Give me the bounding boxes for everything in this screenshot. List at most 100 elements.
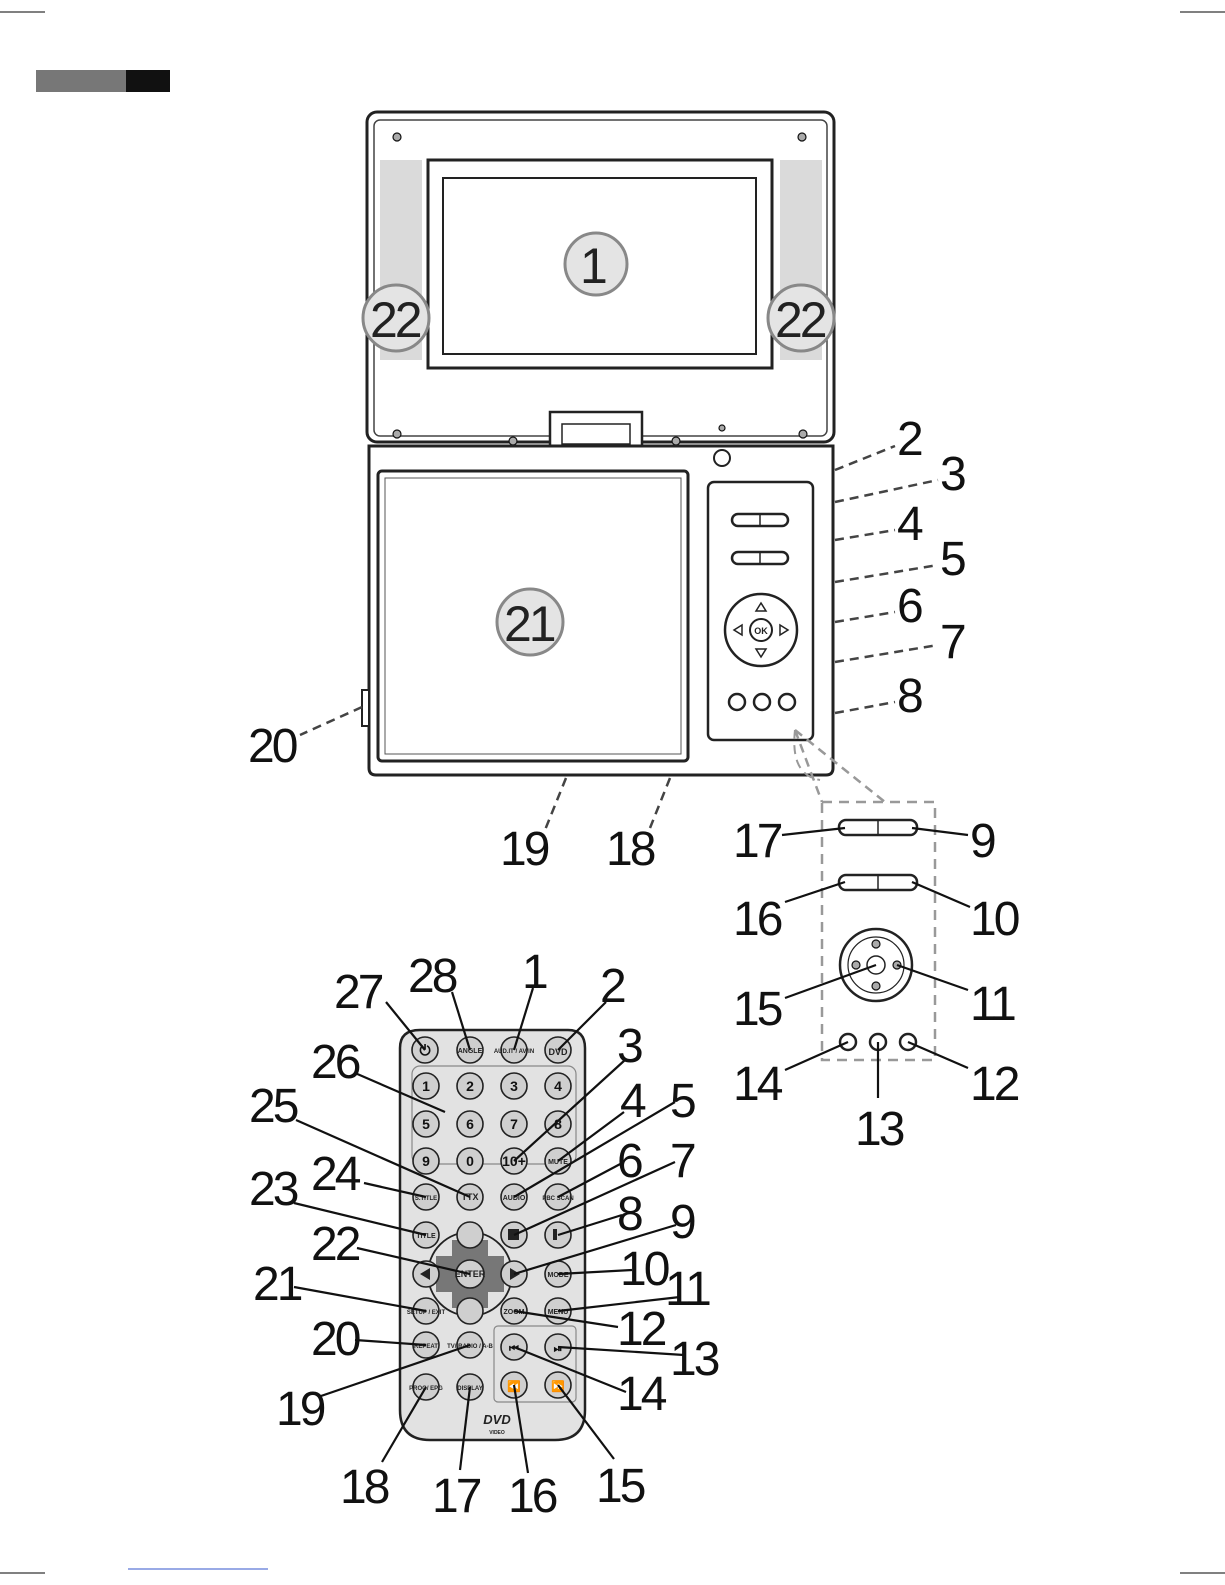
svg-text:1: 1 [422, 1078, 430, 1094]
svg-text:6: 6 [466, 1116, 474, 1132]
panel-label-9: 9 [970, 815, 995, 868]
svg-text:TITLE: TITLE [416, 1233, 436, 1240]
label-bottom19: 19 [500, 823, 549, 876]
svg-text:AUD.IT / AV/IN: AUD.IT / AV/IN [494, 1049, 534, 1055]
panel-label-15: 15 [733, 983, 782, 1036]
remote-label-20: 20 [311, 1313, 360, 1366]
svg-text:MUTE: MUTE [548, 1159, 568, 1166]
svg-text:22: 22 [775, 292, 826, 348]
panel-label-12: 12 [970, 1058, 1019, 1111]
svg-text:REPEAT: REPEAT [414, 1344, 438, 1350]
remote-label-3: 3 [617, 1020, 642, 1073]
left-arrow-icon [732, 623, 743, 637]
dvd-logo: DVD [483, 1412, 511, 1427]
remote-label-4: 4 [620, 1075, 646, 1128]
remote-key-3[interactable]: 3 [500, 1072, 528, 1100]
small-button-1[interactable] [727, 692, 747, 712]
remote-label-5: 5 [670, 1075, 695, 1128]
svg-text:7: 7 [510, 1116, 518, 1132]
label-r3: 3 [940, 448, 965, 501]
panel-label-16: 16 [733, 893, 782, 946]
up-arrow-icon [754, 601, 768, 612]
remote-key-5[interactable]: 5 [412, 1110, 440, 1138]
remote-label-7: 7 [670, 1135, 695, 1188]
remote-key-6[interactable]: 6 [456, 1110, 484, 1138]
label-r7: 7 [940, 616, 965, 669]
label-r8: 8 [897, 670, 922, 723]
remote-label-28: 28 [408, 950, 457, 1003]
zoomed-panel: 17 9 16 10 15 11 14 13 12 [733, 729, 1022, 1156]
callout-speaker-right: 22 [766, 283, 836, 353]
svg-text:⏯: ⏯ [554, 1343, 563, 1355]
remote-label-1: 1 [522, 946, 547, 999]
svg-text:2: 2 [466, 1078, 474, 1094]
label-r5: 5 [940, 533, 965, 586]
svg-text:0: 0 [466, 1153, 474, 1169]
svg-text:⏮: ⏮ [509, 1343, 519, 1355]
small-button-2[interactable] [752, 692, 772, 712]
svg-text:9: 9 [422, 1153, 430, 1169]
remote-label-19: 19 [276, 1383, 325, 1436]
svg-text:ZOOM: ZOOM [504, 1309, 525, 1316]
remote-label-10: 10 [620, 1243, 669, 1296]
ok-label: OK [754, 626, 768, 636]
svg-text:PBC SCAN: PBC SCAN [542, 1196, 573, 1202]
remote-key-8[interactable]: 8 [544, 1110, 572, 1138]
svg-text:DVD: DVD [548, 1047, 568, 1057]
svg-text:22: 22 [370, 292, 421, 348]
svg-text:21: 21 [504, 596, 555, 652]
svg-text:S.TITLE: S.TITLE [415, 1196, 437, 1202]
remote-label-24: 24 [311, 1148, 361, 1201]
remote-label-14: 14 [617, 1368, 667, 1421]
remote-key-up[interactable] [456, 1221, 484, 1249]
svg-text:ANGLE: ANGLE [458, 1048, 483, 1055]
panel-label-13: 13 [855, 1103, 904, 1156]
callout-speaker-left: 22 [361, 283, 431, 353]
remote-key-down[interactable] [456, 1297, 484, 1325]
label-r6: 6 [897, 580, 922, 633]
remote-label-17: 17 [432, 1470, 481, 1523]
remote-key-4[interactable]: 4 [544, 1072, 572, 1100]
remote-label-9: 9 [670, 1196, 695, 1249]
svg-text:AUDIO: AUDIO [503, 1195, 526, 1202]
svg-text:8: 8 [554, 1116, 562, 1132]
remote-key-left[interactable] [412, 1260, 440, 1288]
dvd-logo-sub: VIDEO [489, 1430, 505, 1436]
remote-label-18: 18 [340, 1461, 389, 1514]
panel-label-10: 10 [970, 893, 1019, 946]
callout-lid: 21 [495, 587, 565, 657]
remote-label-27: 27 [334, 966, 383, 1019]
callout-screen: 1 [563, 231, 629, 297]
remote-label-8: 8 [617, 1188, 642, 1241]
remote-leaders [293, 987, 685, 1474]
remote-label-15: 15 [596, 1460, 645, 1513]
svg-text:SETUP / EXIT: SETUP / EXIT [407, 1310, 446, 1316]
dvd-player: OK [361, 110, 836, 777]
remote-callout-numbers: 27 28 1 2 26 3 25 4 5 24 6 7 23 8 9 22 1… [249, 946, 722, 1523]
panel-label-14: 14 [733, 1058, 783, 1111]
remote-key-1[interactable]: 1 [412, 1072, 440, 1100]
remote-key-7[interactable]: 7 [500, 1110, 528, 1138]
remote-label-23: 23 [249, 1163, 298, 1216]
svg-text:1: 1 [580, 238, 606, 294]
small-button-3[interactable] [777, 692, 797, 712]
remote-label-6: 6 [617, 1135, 642, 1188]
remote-label-13: 13 [670, 1333, 719, 1386]
header-bar [36, 70, 170, 92]
panel-label-11: 11 [970, 978, 1015, 1031]
side-callouts: 2 3 4 5 6 7 8 20 19 18 [248, 413, 968, 876]
right-arrow-icon [779, 623, 790, 637]
remote-label-2: 2 [600, 960, 625, 1013]
svg-text:5: 5 [422, 1116, 430, 1132]
remote-label-21: 21 [253, 1258, 302, 1311]
remote-key-9[interactable]: 9 [412, 1147, 440, 1175]
svg-text:MENU: MENU [548, 1309, 569, 1316]
svg-text:MODE: MODE [548, 1272, 569, 1279]
label-r2: 2 [897, 413, 922, 466]
remote-label-11: 11 [665, 1263, 710, 1316]
ok-button[interactable] [749, 618, 773, 642]
remote-key-2[interactable]: 2 [456, 1072, 484, 1100]
remote-key-0[interactable]: 0 [456, 1147, 484, 1175]
svg-text:PROG/ EPG: PROG/ EPG [409, 1386, 443, 1392]
